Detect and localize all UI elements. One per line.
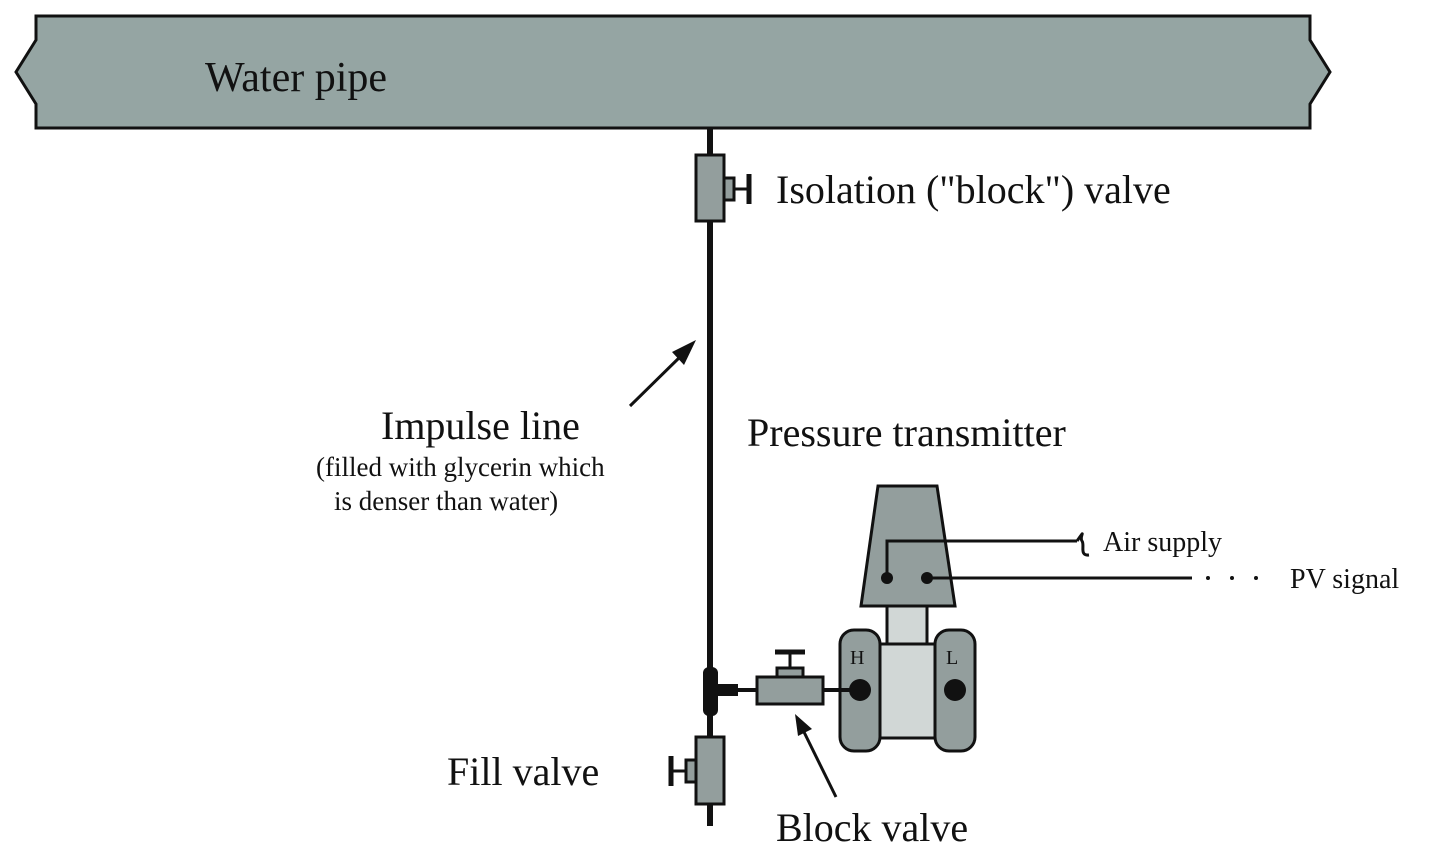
water-pipe-label: Water pipe — [205, 55, 387, 101]
port-low-label: L — [946, 647, 958, 669]
fill-valve-label: Fill valve — [447, 749, 599, 794]
port-high — [849, 679, 871, 701]
air-supply-label: Air supply — [1103, 527, 1222, 558]
pressure-transmitter: H L — [838, 484, 977, 753]
transmitter-body — [878, 642, 937, 740]
isolation-valve-label: Isolation ("block") valve — [776, 167, 1171, 212]
tee-fitting — [703, 667, 738, 716]
port-high-label: H — [850, 647, 864, 669]
air-supply-line — [885, 532, 1090, 578]
pv-signal-label: PV signal — [1290, 564, 1399, 595]
pressure-transmitter-label: Pressure transmitter — [747, 410, 1066, 455]
transmitter-head — [859, 484, 957, 608]
block-valve-arrow — [795, 714, 838, 798]
port-low — [944, 679, 966, 701]
water-pipe: Water pipe — [14, 14, 1332, 130]
impulse-line-note-2: is denser than water) — [334, 486, 558, 516]
impulse-line-arrow — [628, 340, 696, 408]
impulse-line-note-1: (filled with glycerin which — [316, 452, 605, 482]
impulse-line-label: Impulse line — [381, 403, 580, 448]
transmitter-neck — [885, 604, 929, 646]
pv-signal-line — [927, 576, 1258, 580]
block-valve-label: Block valve — [776, 805, 968, 850]
isolation-valve — [694, 153, 752, 223]
block-valve — [738, 649, 850, 706]
water-pipe-body — [14, 14, 1332, 130]
fill-valve — [668, 735, 726, 806]
